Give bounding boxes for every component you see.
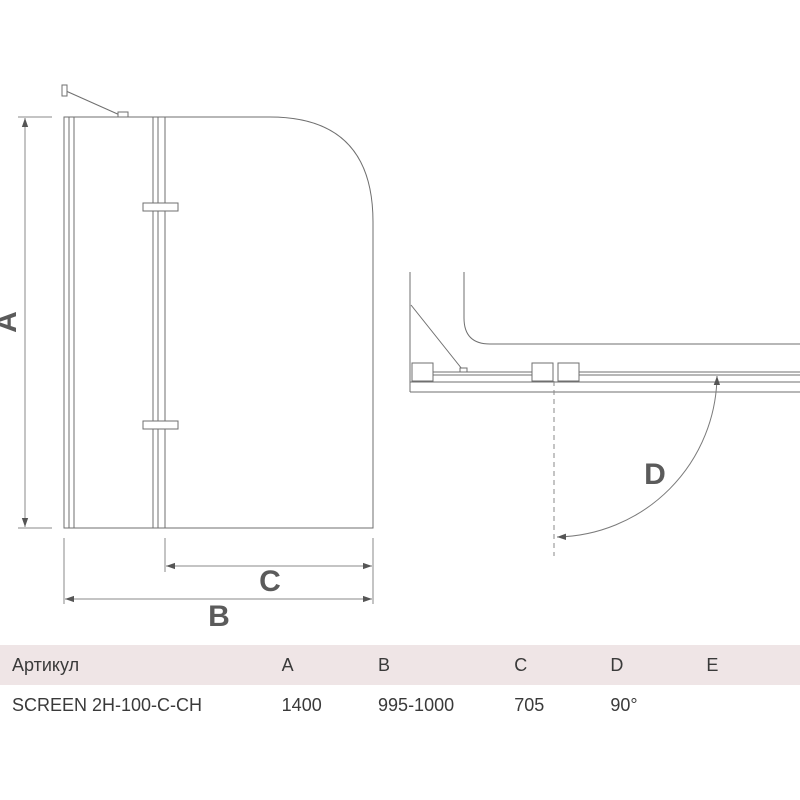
cell-sku: SCREEN 2H-100-C-CH <box>12 694 203 715</box>
swing-panel-outline <box>165 116 374 529</box>
header-d: D <box>610 645 707 685</box>
cell-d: 90° <box>610 694 638 715</box>
top-view <box>409 272 800 556</box>
spec-table: Артикул A B C D E SCREEN 2H-100-C-CH 140… <box>0 645 800 725</box>
hinge-strip <box>152 116 166 529</box>
header-sku: Артикул <box>0 645 282 685</box>
cell-c: 705 <box>514 694 545 715</box>
spec-table-header: Артикул A B C D E <box>0 645 800 685</box>
hinge-bottom <box>142 420 179 430</box>
dimension-b: B <box>63 538 372 633</box>
header-e: E <box>706 645 800 685</box>
top-hinge-left <box>531 362 554 382</box>
cell-b: 995-1000 <box>378 694 455 715</box>
bathtub-rim <box>463 272 800 345</box>
swing-arc <box>556 375 721 540</box>
dim-c-letter: C <box>259 565 281 598</box>
top-hinge-right <box>557 362 580 382</box>
header-c: C <box>514 645 611 685</box>
cell-e <box>706 685 800 725</box>
top-stabilizer <box>410 304 463 370</box>
dim-a-letter: A <box>0 311 23 333</box>
header-b: B <box>378 645 515 685</box>
dimension-a: A <box>0 116 52 529</box>
technical-drawing: A C B D <box>0 84 800 633</box>
hinge-top <box>142 202 179 212</box>
dim-b-letter: B <box>208 600 230 633</box>
dimension-c: C <box>164 538 374 604</box>
stabilizer-bar <box>65 90 123 117</box>
front-view <box>61 84 374 529</box>
cell-a: 1400 <box>281 694 322 715</box>
table-row: SCREEN 2H-100-C-CH 1400 995-1000 705 90° <box>0 685 800 725</box>
dim-d-letter: D <box>644 458 666 491</box>
header-a: A <box>281 645 379 685</box>
top-wall-profile <box>411 362 434 382</box>
